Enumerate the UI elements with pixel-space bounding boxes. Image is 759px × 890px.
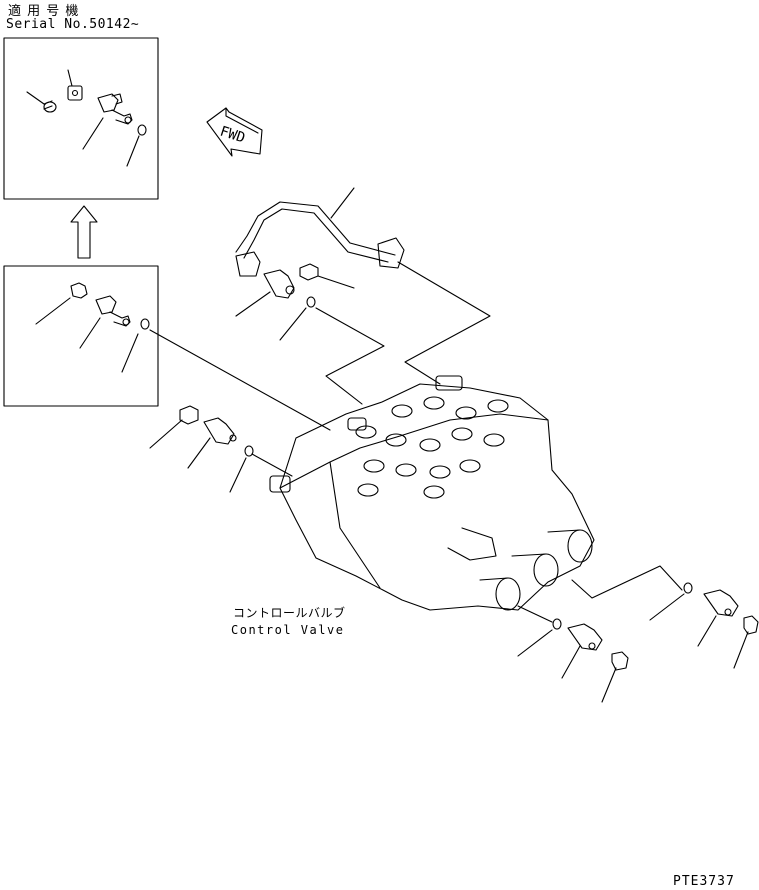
pipe-assembly	[235, 187, 405, 277]
o-ring-icon	[244, 445, 254, 457]
drawing-code: PTE3737	[673, 874, 735, 889]
plug-icon	[299, 263, 319, 281]
elbow-fitting-icon	[567, 623, 603, 651]
o-ring-icon	[683, 582, 693, 594]
control-valve-body	[269, 375, 595, 611]
connection-line	[315, 307, 385, 405]
control-valve-label-jp: コントロールバルブ	[233, 606, 346, 620]
elbow-fitting-icon	[703, 589, 739, 617]
fwd-direction-marker: FWD	[206, 107, 263, 157]
right-fittings	[517, 582, 759, 703]
elbow-fitting-icon	[95, 295, 117, 315]
pipe-end-fitting-icon	[235, 251, 261, 277]
plug-icon	[179, 405, 199, 425]
o-ring-icon	[552, 618, 562, 630]
serial-number-label: Serial No.50142∼	[6, 17, 140, 32]
inset-standard-parts	[35, 282, 150, 373]
o-ring-icon	[306, 296, 316, 308]
connection-line	[571, 565, 683, 599]
connection-line	[517, 605, 553, 623]
inset-box-serial-parts	[3, 37, 159, 200]
elbow-fitting-icon	[203, 417, 235, 445]
arrow-up-icon	[70, 205, 98, 259]
pipe-end-fitting-icon	[377, 237, 405, 269]
leader-line	[149, 329, 331, 431]
o-ring-icon	[140, 318, 150, 330]
applicable-serial-label-jp: 適 用 号 機	[8, 4, 80, 19]
control-valve-label-en: Control Valve	[231, 623, 345, 637]
fwd-text: FWD	[218, 124, 247, 147]
elbow-fitting-icon	[97, 93, 119, 113]
o-ring-icon	[137, 124, 147, 136]
connection-line	[397, 261, 491, 385]
upper-fittings	[235, 263, 355, 341]
plug-icon	[70, 282, 88, 299]
left-fittings	[149, 405, 293, 493]
tee-adapter-icon	[67, 85, 83, 101]
inset-top-parts	[26, 69, 147, 167]
plug-icon	[611, 651, 629, 671]
plug-icon	[743, 615, 759, 635]
inset-box-standard-parts	[3, 265, 159, 407]
